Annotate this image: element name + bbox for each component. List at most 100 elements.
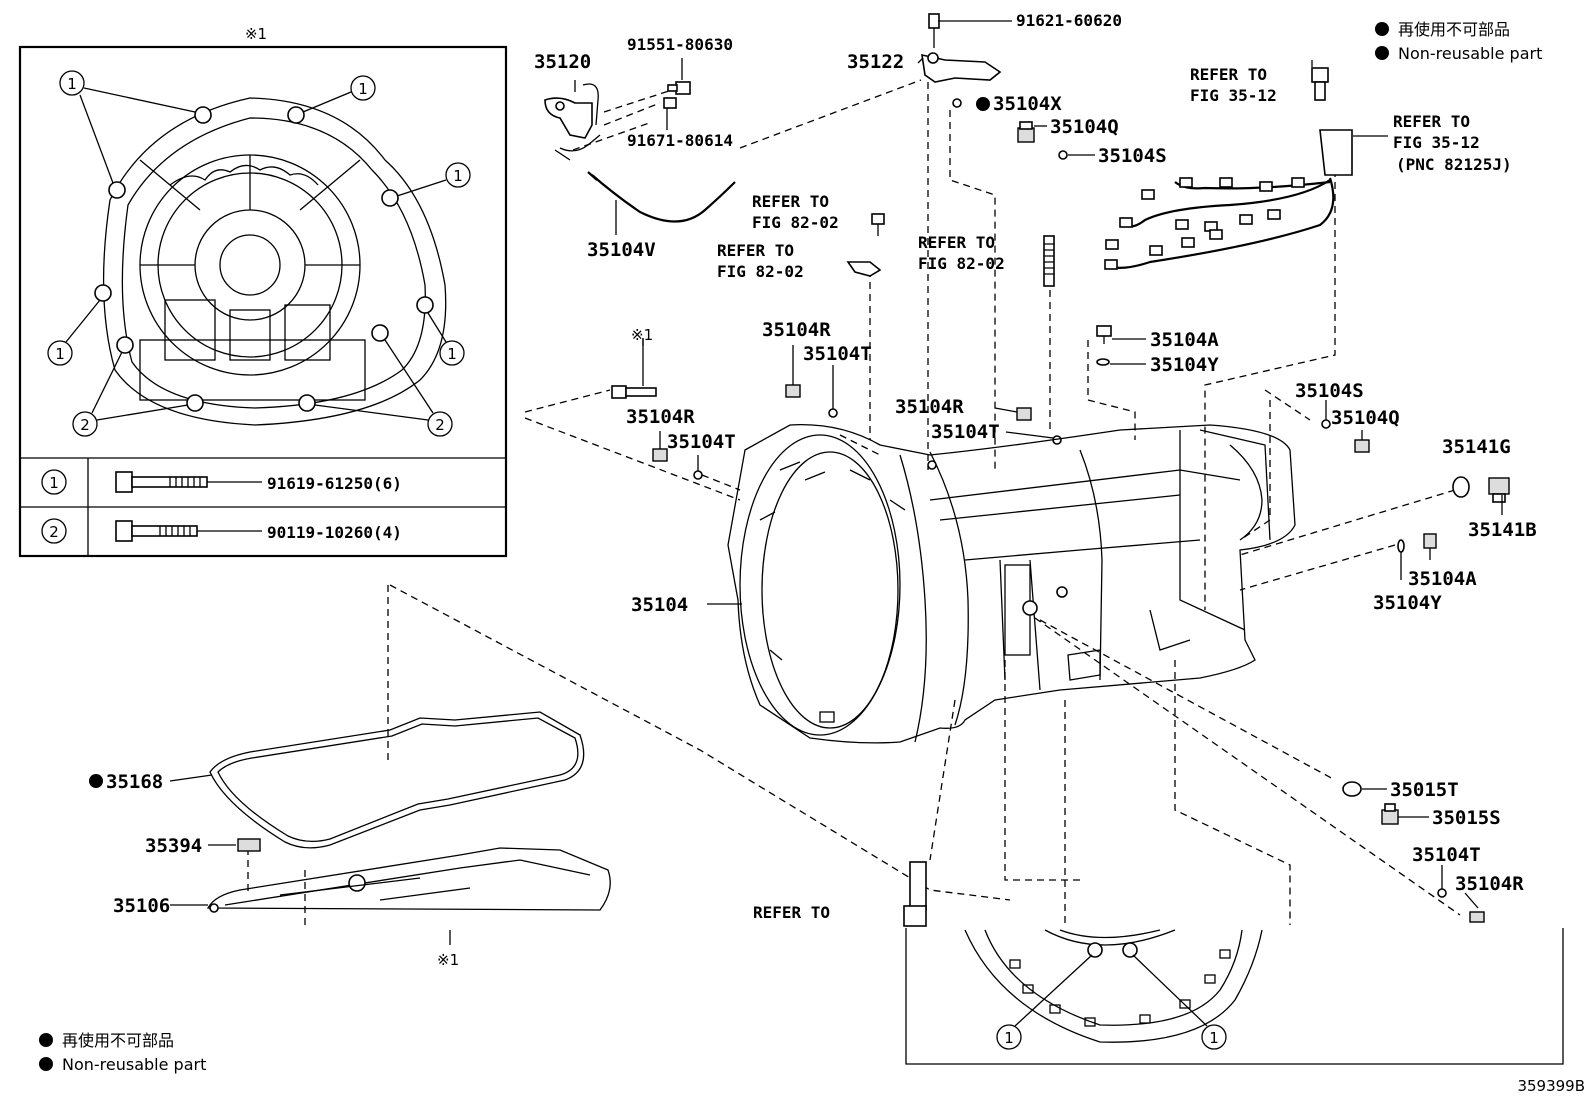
label-35104A-r: 35104A: [1408, 568, 1477, 590]
label-35104X: 35104X: [993, 93, 1062, 115]
label-91671-80614: 91671-80614: [627, 131, 733, 150]
oring-35104S-top-icon: [1058, 150, 1068, 160]
label-35104R-b: 35104R: [626, 406, 695, 428]
gasket-35141G-icon: [1452, 476, 1470, 498]
row-1-index: 1: [49, 474, 59, 492]
callout-1: 1: [453, 167, 463, 185]
row-2-part: 90119-10260(4): [267, 523, 402, 542]
row-1-part: 91619-61250(6): [267, 474, 402, 493]
ref-frame: [905, 928, 1564, 1065]
callout-1: 1: [358, 80, 368, 98]
legend-en: Non-reusable part: [62, 1055, 206, 1074]
label-35168: 35168: [106, 771, 163, 793]
legend-en: Non-reusable part: [1398, 44, 1542, 63]
refer-labels: REFER TO FIG 35-12 REFER TO FIG 35-12 (P…: [717, 65, 1512, 922]
refer-82-02-b-line1: REFER TO: [717, 241, 794, 260]
legend-bottom: 再使用不可部品 Non-reusable part: [39, 1031, 206, 1074]
plug-35104Q-top-icon: [1017, 121, 1035, 143]
refer-35-12-b-line3: (PNC 82125J): [1396, 155, 1512, 174]
refer-35-12-a-line1: REFER TO: [1190, 65, 1267, 84]
refer-35-12-a-line2: FIG 35-12: [1190, 86, 1277, 105]
legend-top: 再使用不可部品 Non-reusable part: [1375, 20, 1542, 63]
plug-35104R-a-icon: [785, 384, 801, 398]
callout-1: 1: [55, 345, 65, 363]
refer-82-02-c-line2: FIG 82-02: [918, 254, 1005, 273]
plug-35104R-d-icon: [1469, 911, 1485, 923]
bolt-icon: [115, 471, 208, 493]
label-35104T-d: 35104T: [1412, 844, 1481, 866]
plug-35104R-c-icon: [1016, 407, 1032, 421]
inset-table: 1 91619-61250(6) 2 90119-10260(4): [41, 469, 402, 544]
non-reusable-bullet-icon: [39, 1033, 53, 1047]
drive-plate-drawing: [964, 929, 1263, 1043]
refer-82-02-c-line1: REFER TO: [918, 233, 995, 252]
inset-mark: ※1: [245, 25, 267, 43]
non-reusable-bullet-icon: [1375, 22, 1389, 36]
label-35015T: 35015T: [1390, 779, 1459, 801]
label-35104T-a: 35104T: [803, 343, 872, 365]
non-reusable-bullet-icon: [1375, 46, 1389, 60]
non-reusable-bullet-icon: [976, 97, 990, 111]
label-35104Y-r: 35104Y: [1373, 592, 1442, 614]
label-91621-60620: 91621-60620: [1016, 11, 1122, 30]
oring-35104T-d-icon: [1437, 888, 1447, 898]
inset-panel: ※1: [18, 25, 508, 558]
oring-35104Y-top-icon: [1096, 358, 1110, 366]
legend-jp: 再使用不可部品: [1398, 20, 1510, 39]
refer-82-02-a-line2: FIG 82-02: [752, 213, 839, 232]
oring-35104T-a-icon: [828, 408, 838, 418]
refer-35-12-b-line2: FIG 35-12: [1393, 133, 1480, 152]
bolt-35104A-r-icon: [1423, 533, 1437, 549]
label-35104S-top: 35104S: [1098, 145, 1167, 167]
magnet-35394-icon: [237, 838, 261, 852]
non-reusable-bullet-icon: [89, 774, 103, 788]
callout-2: 2: [80, 416, 90, 434]
label-35104A-top: 35104A: [1150, 329, 1219, 351]
label-35141B: 35141B: [1468, 519, 1537, 541]
label-35394: 35394: [145, 835, 202, 857]
plug-35141B-icon: [1488, 477, 1510, 503]
transmission-case-drawing: [727, 424, 1296, 744]
label-35106: 35106: [113, 895, 170, 917]
bolt-icon: [115, 520, 198, 542]
oring-35104T-b-icon: [693, 470, 703, 480]
label-35104Q-top: 35104Q: [1050, 116, 1119, 138]
inset-callouts: 1 1 1 1 1 2 2: [47, 70, 471, 437]
oring-35104X-icon: [952, 98, 962, 108]
callout-1: 1: [1004, 1029, 1014, 1047]
tube-drawing: [903, 861, 927, 927]
bolt-35104A-top-icon: [1096, 325, 1112, 344]
part-35120-drawing: [544, 83, 601, 161]
label-35120: 35120: [534, 51, 591, 73]
label-35104: 35104: [631, 594, 688, 616]
label-35104V: 35104V: [587, 239, 656, 261]
label-35104Q-r: 35104Q: [1331, 407, 1400, 429]
label-35104T-c: 35104T: [931, 421, 1000, 443]
gasket-35015T-icon: [1342, 781, 1362, 797]
callout-1: 1: [67, 75, 77, 93]
label-35104R-c: 35104R: [895, 396, 964, 418]
mark-ref1: ※1: [631, 326, 653, 344]
drive-plate-callouts: 1 1: [996, 954, 1227, 1050]
oring-35104Y-r-icon: [1397, 539, 1405, 553]
label-35141G: 35141G: [1442, 436, 1511, 458]
dashed-leaders: [247, 79, 1461, 925]
tube-end-icon: [587, 171, 598, 181]
legend-jp: 再使用不可部品: [62, 1031, 174, 1050]
row-2-index: 2: [49, 523, 59, 541]
label-35015S: 35015S: [1432, 807, 1501, 829]
callout-1: 1: [1209, 1029, 1219, 1047]
diagram-id: 359399B: [1517, 1077, 1585, 1095]
part-35122-drawing: [921, 13, 1002, 83]
label-35104R-d: 35104R: [1455, 873, 1524, 895]
bolt-icon: [611, 385, 657, 399]
tube-35104V-drawing: [591, 174, 736, 223]
bracket-icon: [846, 261, 882, 277]
bolt-icon: [871, 213, 885, 236]
non-reusable-bullet-icon: [39, 1057, 53, 1071]
refer-bottom-line1: REFER TO: [753, 903, 830, 922]
oring-35104S-r-icon: [1321, 419, 1331, 429]
label-91551-80630: 91551-80630: [627, 35, 733, 54]
label-leaders: [169, 20, 1503, 945]
